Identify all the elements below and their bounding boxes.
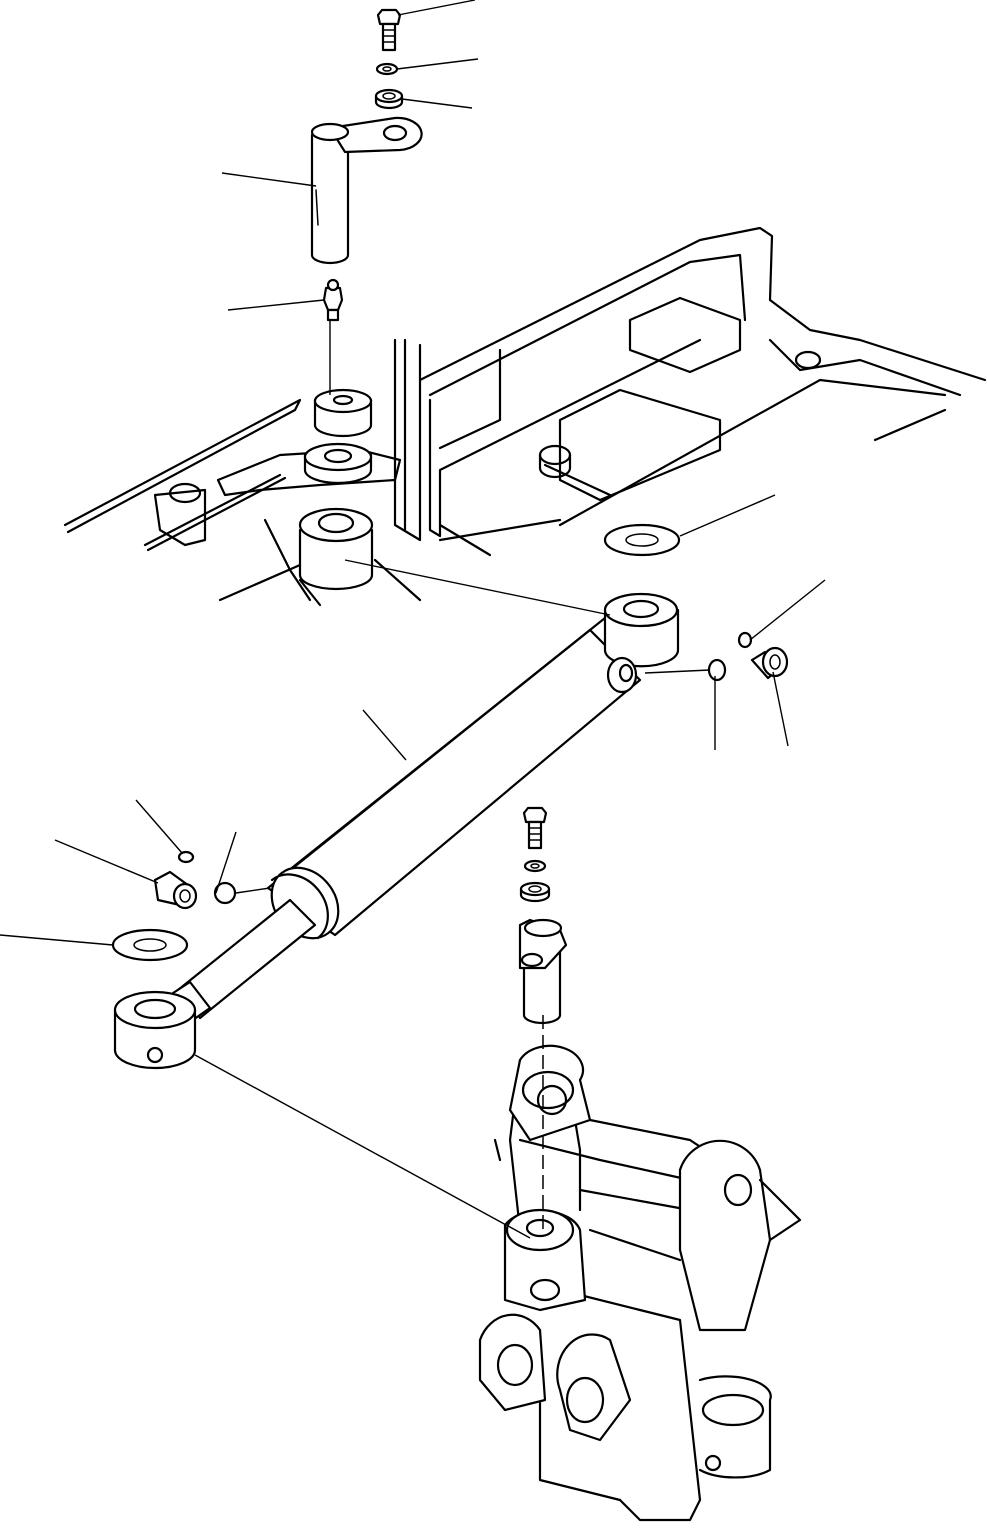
washer-right <box>603 523 681 557</box>
pin-top <box>310 116 423 265</box>
spacer-top <box>374 88 404 110</box>
leader-lines <box>0 0 826 1239</box>
spacer-lower <box>519 881 551 903</box>
washer-left <box>111 928 189 962</box>
rod-end-eye <box>113 990 197 1070</box>
cylinder-head-eye <box>603 592 680 694</box>
o-ring-left <box>213 881 237 905</box>
grease-fitting-top <box>322 278 344 322</box>
frame <box>63 226 987 607</box>
o-ring-right <box>707 658 727 682</box>
snap-ring-right <box>737 631 753 649</box>
snap-ring-left <box>177 850 195 864</box>
axle-knuckle <box>478 1044 802 1522</box>
grease-fitting-left <box>153 870 198 910</box>
grease-fitting-right <box>750 646 789 680</box>
bolt-lower <box>522 806 548 850</box>
cylinder-barrel <box>266 616 642 940</box>
pin-lower <box>518 918 568 1025</box>
washer-top <box>375 62 399 76</box>
frame-pin-boss <box>298 388 374 591</box>
washer-lower <box>523 859 547 873</box>
bolt-top <box>376 8 402 52</box>
